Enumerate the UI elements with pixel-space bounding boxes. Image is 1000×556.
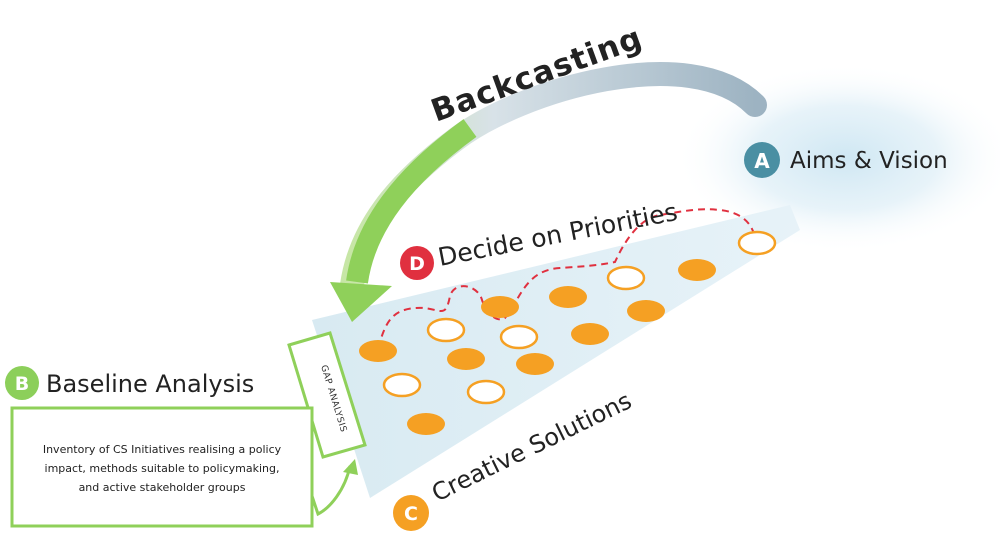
priority-dashed-path	[377, 208, 756, 349]
baseline-text-line-1: Inventory of CS Initiatives realising a …	[43, 443, 282, 456]
priority-oval	[737, 230, 777, 256]
backcasting-arrowhead	[330, 282, 392, 322]
priority-oval	[466, 379, 506, 405]
stage-b: B Baseline Analysis	[5, 366, 254, 400]
stage-d-letter: D	[409, 253, 425, 275]
baseline-box: Inventory of CS Initiatives realising a …	[10, 406, 358, 528]
stage-c-badge	[393, 495, 429, 531]
solution-oval	[481, 296, 519, 318]
priority-oval	[606, 265, 646, 291]
backcasting-arrow-green	[346, 119, 477, 284]
priority-oval	[382, 372, 422, 398]
stage-a-badge	[744, 142, 780, 178]
solution-oval	[359, 340, 397, 362]
stage-b-letter: B	[15, 373, 29, 395]
stage-a: A Aims & Vision	[744, 142, 948, 178]
solution-oval	[571, 323, 609, 345]
stage-a-label: Aims & Vision	[790, 148, 948, 174]
stage-a-letter: A	[754, 149, 770, 173]
solution-oval	[447, 348, 485, 370]
stage-b-badge	[5, 366, 39, 400]
solution-oval	[407, 413, 445, 435]
priority-oval	[426, 317, 466, 343]
gap-analysis-panel: GAP ANALYSIS	[287, 331, 367, 459]
priority-oval	[499, 324, 539, 350]
stage-c-letter: C	[404, 503, 418, 525]
solution-oval	[516, 353, 554, 375]
solution-oval	[627, 300, 665, 322]
baseline-text-line-3: and active stakeholder groups	[79, 481, 246, 494]
baseline-text-line-2: impact, methods suitable to policymaking…	[45, 462, 280, 475]
solution-oval	[678, 259, 716, 281]
solution-oval	[549, 286, 587, 308]
solution-ovals-outlined	[382, 230, 777, 405]
stage-d-badge	[400, 246, 434, 280]
solution-ovals-filled	[359, 259, 716, 435]
stage-b-label: Baseline Analysis	[46, 370, 254, 398]
